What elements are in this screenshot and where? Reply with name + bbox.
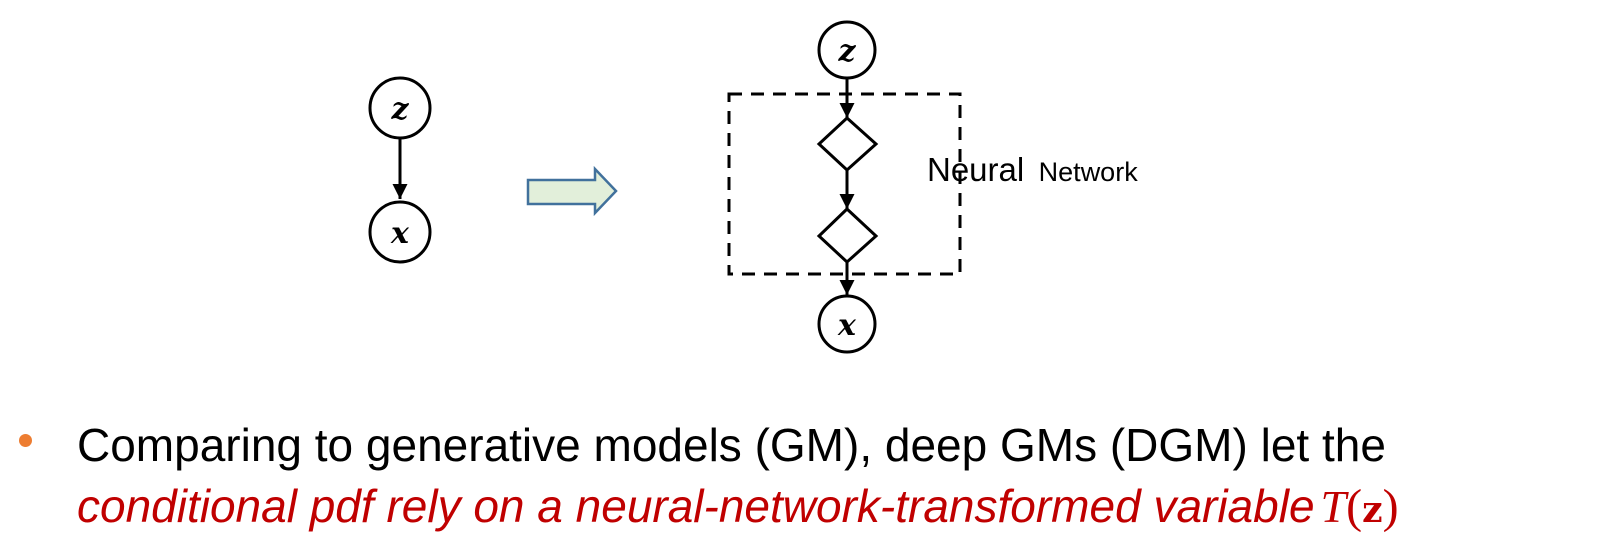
right-node-z-label: z bbox=[837, 34, 856, 69]
bullet-line-2: conditional pdf rely on a neural-network… bbox=[77, 476, 1577, 541]
right-node-x-label: x bbox=[837, 308, 857, 343]
block-right-arrow-icon bbox=[526, 165, 618, 217]
right-node-z: z bbox=[817, 20, 877, 80]
math-z: z bbox=[1362, 489, 1383, 531]
neural-network-label: Neural Network bbox=[927, 151, 1138, 188]
right-node-x: x bbox=[817, 294, 877, 354]
math-open-paren: ( bbox=[1346, 480, 1363, 533]
bullet-text: Comparing to generative models (GM), dee… bbox=[77, 415, 1577, 541]
math-T: T bbox=[1320, 481, 1347, 532]
hidden-layer-2-diamond bbox=[816, 206, 879, 265]
left-node-z: z bbox=[368, 76, 432, 140]
right-deep-generative-model: z x Neural Network bbox=[727, 20, 1138, 354]
neural-network-label-part1: Neural bbox=[927, 151, 1024, 188]
left-node-z-label: z bbox=[390, 92, 409, 127]
bullet-dot-icon bbox=[19, 434, 32, 447]
math-close-paren: ) bbox=[1382, 480, 1399, 533]
neural-network-label-part2: Network bbox=[1039, 157, 1139, 187]
neural-network-dashed-box bbox=[727, 92, 962, 276]
bullet-line-1: Comparing to generative models (GM), dee… bbox=[77, 419, 1386, 471]
left-node-x-label: x bbox=[390, 216, 410, 251]
left-graphical-model: z x bbox=[368, 76, 432, 264]
hidden-layer-1-diamond bbox=[816, 115, 879, 173]
diagram: z x z x Neural Network bbox=[368, 20, 1138, 354]
left-node-x: x bbox=[368, 200, 432, 264]
bullet-line-2-text: conditional pdf rely on a neural-network… bbox=[77, 480, 1315, 532]
